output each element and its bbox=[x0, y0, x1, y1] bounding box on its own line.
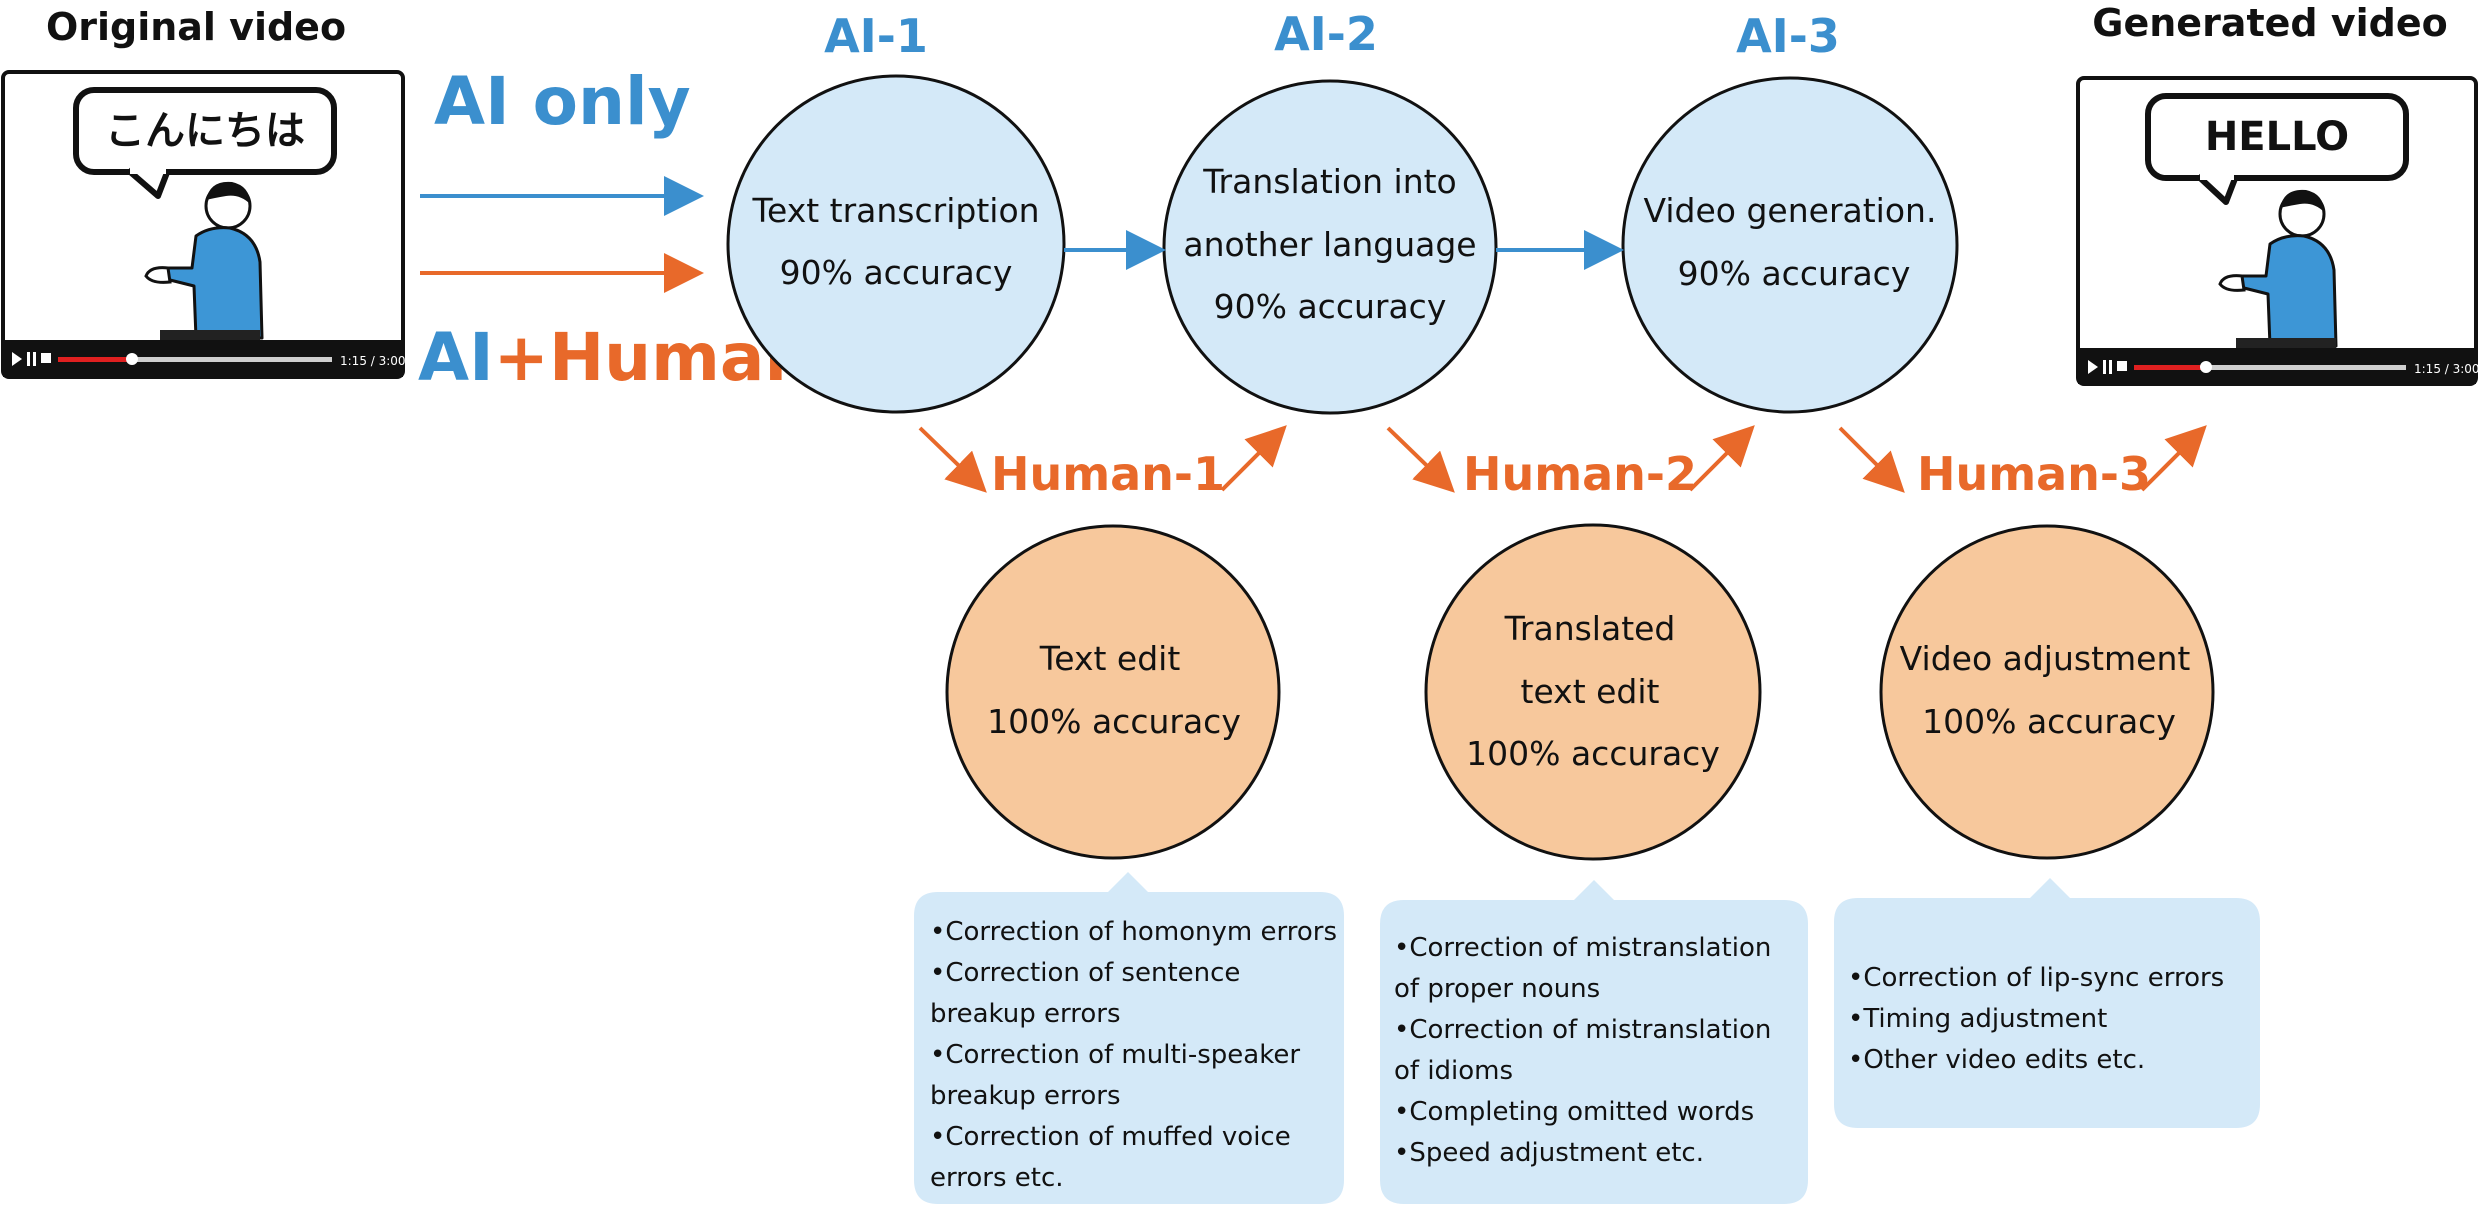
human-step-2-line1: Translated bbox=[1504, 609, 1676, 648]
stop-icon[interactable] bbox=[2117, 361, 2127, 371]
human-step-1-line2: 100% accuracy bbox=[987, 702, 1241, 741]
progress-handle[interactable] bbox=[126, 353, 138, 365]
human3-to-output-arrow bbox=[2140, 425, 2207, 492]
note-2-line-4: of idioms bbox=[1394, 1056, 1513, 1086]
ai3-to-human3-arrow bbox=[1838, 426, 1905, 493]
person-icon bbox=[144, 181, 264, 342]
ai-step-1: AI-1 Text transcription 90% accuracy bbox=[726, 9, 1066, 414]
progress-handle[interactable] bbox=[2200, 361, 2212, 373]
ai-step-2-line3: 90% accuracy bbox=[1214, 287, 1447, 326]
human-step-3-circle bbox=[1879, 524, 2215, 860]
note-1-line-1: •Correction of homonym errors bbox=[930, 917, 1337, 947]
generated-video-time: 1:15 / 3:00 bbox=[2414, 362, 2480, 376]
note-1-line-2: •Correction of sentence bbox=[930, 958, 1240, 988]
human-step-1-line1: Text edit bbox=[1039, 639, 1181, 678]
ai-step-3-label: AI-3 bbox=[1736, 9, 1840, 63]
note-bubble-1: •Correction of homonym errors •Correctio… bbox=[914, 872, 1344, 1204]
note-1-line-5: breakup errors bbox=[930, 1081, 1121, 1111]
human-step-3-label: Human-3 bbox=[1917, 447, 2151, 501]
human-step-2-line3: 100% accuracy bbox=[1466, 734, 1720, 773]
pause-icon[interactable] bbox=[27, 352, 30, 366]
ai-step-1-line2: 90% accuracy bbox=[780, 253, 1013, 292]
human-step-2-label: Human-2 bbox=[1463, 447, 1697, 501]
note-bubble-3: •Correction of lip-sync errors •Timing a… bbox=[1834, 878, 2260, 1128]
note-1-line-6: •Correction of muffed voice bbox=[930, 1122, 1291, 1152]
ai-step-1-label: AI-1 bbox=[824, 9, 928, 63]
human2-to-ai3-arrow bbox=[1688, 425, 1755, 492]
human-step-3-line2: 100% accuracy bbox=[1922, 702, 2176, 741]
note-2-line-1: •Correction of mistranslation bbox=[1394, 933, 1771, 963]
note-1-line-7: errors etc. bbox=[930, 1163, 1064, 1193]
generated-video-title: Generated video bbox=[2092, 1, 2447, 45]
note-1-line-3: breakup errors bbox=[930, 999, 1121, 1029]
progress-fill bbox=[58, 357, 132, 362]
pause-icon[interactable] bbox=[2103, 360, 2106, 374]
ai-step-3-line1: Video generation. bbox=[1644, 191, 1937, 230]
play-icon[interactable] bbox=[2088, 360, 2098, 374]
note-3-line-2: •Timing adjustment bbox=[1848, 1004, 2107, 1034]
human-step-1-circle bbox=[945, 524, 1281, 860]
note-1-line-4: •Correction of multi-speaker bbox=[930, 1040, 1300, 1070]
generated-speech-text: HELLO bbox=[2205, 114, 2349, 160]
note-3-line-3: •Other video edits etc. bbox=[1848, 1045, 2145, 1075]
original-video: Original video こんにちは 1:15 / 3:0 bbox=[1, 5, 406, 379]
ai-step-2-line1: Translation into bbox=[1202, 162, 1457, 201]
legend-ai-part: AI bbox=[418, 319, 494, 396]
ai2-to-human2-arrow bbox=[1386, 426, 1455, 493]
note-3-line-1: •Correction of lip-sync errors bbox=[1848, 963, 2224, 993]
human-step-1-label: Human-1 bbox=[991, 447, 1225, 501]
original-video-time: 1:15 / 3:00 bbox=[340, 354, 406, 368]
ai-step-1-circle bbox=[726, 74, 1066, 414]
ai-step-3: AI-3 Video generation. 90% accuracy bbox=[1621, 9, 1959, 414]
original-control-bar[interactable]: 1:15 / 3:00 bbox=[3, 340, 406, 377]
note-2-line-3: •Correction of mistranslation bbox=[1394, 1015, 1771, 1045]
original-video-title: Original video bbox=[46, 5, 346, 49]
human-step-3: Video adjustment 100% accuracy bbox=[1879, 524, 2215, 860]
note-bubble-2: •Correction of mistranslation of proper … bbox=[1380, 880, 1808, 1204]
ai-step-3-circle bbox=[1621, 76, 1959, 414]
ai1-to-human1-arrow bbox=[918, 426, 987, 493]
stop-icon[interactable] bbox=[41, 353, 51, 363]
progress-fill bbox=[2134, 365, 2206, 370]
original-speech-text: こんにちは bbox=[105, 108, 305, 154]
person-icon bbox=[2218, 189, 2338, 348]
generated-video: Generated video HELLO 1:15 / 3:00 bbox=[2076, 1, 2480, 386]
ai-step-2-line2: another language bbox=[1183, 225, 1476, 264]
ai-step-3-line2: 90% accuracy bbox=[1678, 254, 1911, 293]
ai-step-1-line1: Text transcription bbox=[751, 191, 1039, 230]
note-2-line-2: of proper nouns bbox=[1394, 974, 1600, 1004]
human-step-2-circle bbox=[1424, 523, 1762, 861]
human1-to-ai2-arrow bbox=[1220, 425, 1287, 492]
legend-ai-only: AI only bbox=[434, 63, 691, 140]
note-2-line-5: •Completing omitted words bbox=[1394, 1097, 1754, 1127]
note-2-line-6: •Speed adjustment etc. bbox=[1394, 1138, 1704, 1168]
play-icon[interactable] bbox=[12, 352, 22, 366]
ai-step-2: AI-2 Translation into another language 9… bbox=[1162, 7, 1498, 415]
human-step-2-line2: text edit bbox=[1521, 672, 1660, 711]
ai-step-2-label: AI-2 bbox=[1274, 7, 1378, 61]
human-step-1: Text edit 100% accuracy bbox=[945, 524, 1281, 860]
human-step-3-line1: Video adjustment bbox=[1900, 639, 2191, 678]
human-step-2: Translated text edit 100% accuracy bbox=[1424, 523, 1762, 861]
generated-speech-bubble: HELLO bbox=[2145, 93, 2409, 205]
generated-control-bar[interactable]: 1:15 / 3:00 bbox=[2078, 348, 2480, 384]
original-speech-bubble: こんにちは bbox=[73, 87, 337, 199]
